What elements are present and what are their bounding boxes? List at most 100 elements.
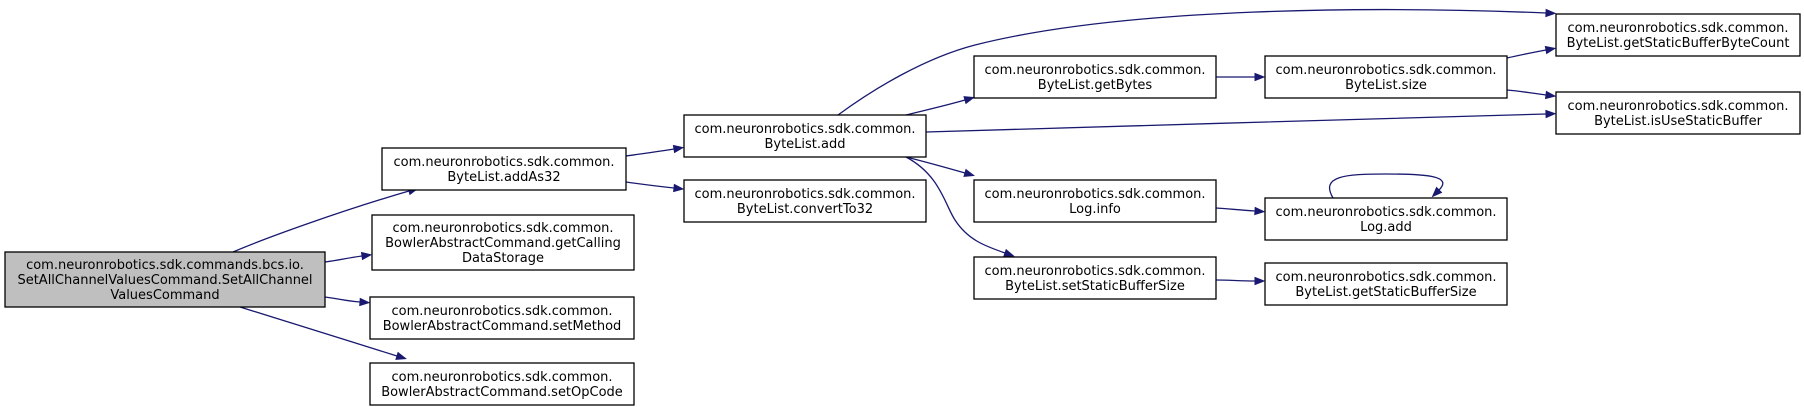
arrowhead (1003, 248, 1015, 257)
edge-addAs32-to-convertTo32 (625, 181, 685, 193)
edge-add-to-logInfo (905, 156, 975, 177)
node-box (1264, 55, 1508, 99)
arrowhead (1544, 45, 1557, 55)
node-label-line: BowlerAbstractCommand.getCalling (385, 236, 621, 251)
node-label-line: com.neuronrobotics.sdk.common. (984, 63, 1205, 78)
node-getBytes[interactable]: com.neuronrobotics.sdk.common.ByteList.g… (973, 55, 1217, 99)
node-box (381, 147, 627, 191)
node-label-line: DataStorage (462, 251, 544, 266)
edge-line (1506, 89, 1547, 96)
edge-line (625, 148, 675, 157)
edge-line (837, 8, 1547, 116)
node-label-line: BowlerAbstractCommand.setOpCode (381, 385, 623, 400)
edge-logInfo-to-logAdd (1215, 206, 1266, 216)
edge-add-to-setStaticBufferSize (905, 156, 1015, 257)
node-label-line: com.neuronrobotics.sdk.commands.bcs.io. (26, 258, 304, 273)
node-convertTo32[interactable]: com.neuronrobotics.sdk.common.ByteList.c… (683, 179, 927, 223)
arrowhead (963, 96, 975, 105)
node-label-line: com.neuronrobotics.sdk.common. (1275, 270, 1496, 285)
nodes-layer: com.neuronrobotics.sdk.commands.bcs.io.S… (4, 13, 1801, 406)
edge-root-to-getCallingDataStorage (324, 251, 373, 263)
node-label-line: ByteList.setStaticBufferSize (1005, 279, 1185, 294)
edge-add-to-getBytes (905, 96, 975, 116)
arrowhead (1254, 276, 1266, 286)
node-label-line: SetAllChannelValuesCommand.SetAllChannel (17, 273, 312, 288)
node-addAs32[interactable]: com.neuronrobotics.sdk.common.ByteList.a… (381, 147, 627, 191)
arrowhead (1545, 8, 1557, 18)
node-label-line: com.neuronrobotics.sdk.common. (1567, 21, 1788, 36)
node-setStaticBufferSize[interactable]: com.neuronrobotics.sdk.common.ByteList.s… (973, 256, 1217, 300)
node-box (1264, 197, 1508, 241)
edge-root-to-setOpCode (239, 306, 407, 360)
arrowhead (360, 251, 373, 261)
node-label-line: com.neuronrobotics.sdk.common. (1275, 205, 1496, 220)
node-getStaticBufferByteCount[interactable]: com.neuronrobotics.sdk.common.ByteList.g… (1555, 13, 1801, 57)
node-label-line: ByteList.addAs32 (447, 170, 560, 185)
arrowhead (1545, 109, 1557, 119)
node-label-line: ByteList.isUseStaticBuffer (1594, 114, 1763, 129)
node-label-line: ByteList.getBytes (1038, 78, 1153, 93)
node-logInfo[interactable]: com.neuronrobotics.sdk.common.Log.info (973, 179, 1217, 223)
node-label-line: ByteList.size (1345, 78, 1427, 93)
arrowhead (359, 297, 371, 307)
edge-add-to-isUseStaticBuffer (925, 109, 1557, 133)
node-size[interactable]: com.neuronrobotics.sdk.common.ByteList.s… (1264, 55, 1508, 99)
node-label-line: ByteList.getStaticBufferSize (1295, 285, 1476, 300)
node-label-line: com.neuronrobotics.sdk.common. (392, 221, 613, 236)
edge-line (1215, 279, 1256, 282)
node-box (369, 296, 635, 340)
node-root[interactable]: com.neuronrobotics.sdk.commands.bcs.io.S… (4, 251, 326, 308)
node-label-line: com.neuronrobotics.sdk.common. (393, 155, 614, 170)
edges-layer (232, 8, 1557, 360)
node-getCallingDataStorage[interactable]: com.neuronrobotics.sdk.common.BowlerAbst… (371, 214, 635, 271)
node-label-line: com.neuronrobotics.sdk.common. (391, 304, 612, 319)
arrowhead (963, 168, 975, 177)
node-setMethod[interactable]: com.neuronrobotics.sdk.common.BowlerAbst… (369, 296, 635, 340)
node-add[interactable]: com.neuronrobotics.sdk.common.ByteList.a… (683, 114, 927, 158)
edge-size-to-isUseStaticBuffer (1506, 89, 1557, 100)
edge-line (239, 306, 398, 357)
node-box (369, 362, 635, 406)
edge-line (232, 190, 410, 253)
node-label-line: com.neuronrobotics.sdk.common. (984, 264, 1205, 279)
edge-line (1215, 207, 1256, 212)
arrowhead (673, 183, 685, 193)
edge-line (925, 113, 1547, 133)
node-setOpCode[interactable]: com.neuronrobotics.sdk.common.BowlerAbst… (369, 362, 635, 406)
node-label-line: ValuesCommand (110, 288, 219, 303)
arrowhead (395, 351, 407, 360)
node-box (683, 114, 927, 158)
node-label-line: com.neuronrobotics.sdk.common. (694, 187, 915, 202)
node-label-line: com.neuronrobotics.sdk.common. (1567, 99, 1788, 114)
edge-line (905, 156, 1006, 254)
node-label-line: com.neuronrobotics.sdk.common. (984, 187, 1205, 202)
node-label-line: ByteList.convertTo32 (737, 202, 873, 217)
node-label-line: com.neuronrobotics.sdk.common. (391, 370, 612, 385)
node-label-line: Log.add (1360, 220, 1412, 235)
node-isUseStaticBuffer[interactable]: com.neuronrobotics.sdk.common.ByteList.i… (1555, 91, 1801, 135)
edge-line (625, 181, 675, 189)
node-label-line: Log.info (1069, 202, 1121, 217)
node-label-line: com.neuronrobotics.sdk.common. (1275, 63, 1496, 78)
node-box (973, 55, 1217, 99)
node-box (1555, 13, 1801, 57)
node-box (973, 179, 1217, 223)
edge-getBytes-to-size (1215, 72, 1266, 82)
edge-line (1506, 49, 1547, 59)
node-label-line: BowlerAbstractCommand.setMethod (383, 319, 622, 334)
arrowhead (1254, 206, 1266, 216)
node-label-line: com.neuronrobotics.sdk.common. (694, 122, 915, 137)
arrowhead (1544, 90, 1557, 100)
edge-size-to-getStaticBufferByteCount (1506, 45, 1557, 59)
edge-line (324, 296, 361, 303)
node-box (371, 214, 635, 271)
edge-setStaticBufferSize-to-getStaticBufferSize (1215, 276, 1266, 286)
edge-line (1328, 173, 1444, 199)
arrowhead (672, 144, 685, 154)
arrowhead (1254, 72, 1266, 82)
node-box (4, 251, 326, 308)
node-getStaticBufferSize[interactable]: com.neuronrobotics.sdk.common.ByteList.g… (1264, 262, 1508, 306)
node-box (1555, 91, 1801, 135)
node-logAdd[interactable]: com.neuronrobotics.sdk.common.Log.add (1264, 197, 1508, 241)
node-label-line: ByteList.add (764, 137, 845, 152)
